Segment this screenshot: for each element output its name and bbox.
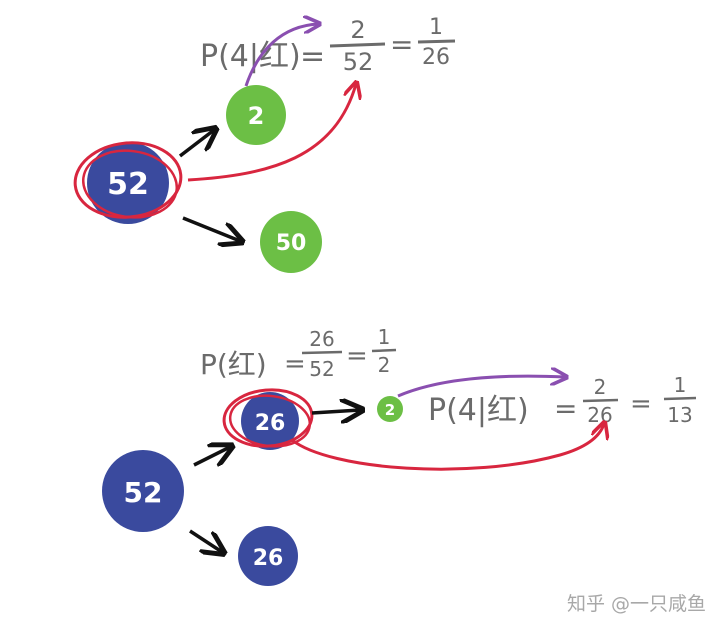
top-frac2-denominator: 26 [422,45,450,70]
bottom-cond-frac1-bar [582,398,619,403]
bottom-cond-frac1-numerator: 2 [594,375,607,399]
bottom-red-frac2-denominator: 2 [378,353,391,377]
bottom-upper-child-highlight-2 [228,394,312,448]
bottom-purple-arrow [397,376,565,398]
bottom-upper-child-label: 26 [255,411,286,436]
top-arrow-up [178,130,214,158]
bottom-lower-child-node [238,526,298,586]
bottom-red-frac2-bar [371,348,397,353]
bottom-leaf-node [377,396,403,422]
top-frac1-denominator: 52 [343,48,374,76]
bottom-red-frac1-numerator: 26 [309,327,334,351]
bottom-cond-frac2-numerator: 1 [674,373,687,397]
top-formula-eq2: = [390,28,413,61]
top-purple-arrow [244,24,318,87]
top-formula-lhs: P(4|红) [200,39,301,74]
bottom-red-formula-lhs: P(红) [200,348,267,381]
bottom-red-formula-eq1: = [284,349,306,379]
top-frac1-numerator: 2 [350,16,365,44]
bottom-red-formula: P(红) = 26 52 = 1 2 [200,325,397,381]
top-root-label: 52 [107,167,149,202]
bottom-cond-frac1-denominator: 26 [587,403,612,427]
bottom-cond-formula-eq2: = [630,389,652,419]
bottom-cond-formula-eq1: = [554,392,577,425]
bottom-tree: P(红) = 26 52 = 1 2 P(4|红) = 2 26 = 1 13 [102,325,697,586]
bottom-root-label: 52 [124,476,163,509]
bottom-leaf-label: 2 [385,401,395,419]
top-red-arrow [187,84,356,182]
top-upper-child-label: 2 [248,102,265,130]
bottom-arrow-down [189,529,222,552]
bottom-cond-frac2-denominator: 13 [667,403,692,427]
bottom-arrow-up [193,447,230,465]
bottom-red-frac1-denominator: 52 [309,357,334,381]
top-frac2-numerator: 1 [429,15,443,40]
bottom-red-formula-eq2: = [346,341,368,371]
top-frac2-bar [417,39,456,44]
top-root-highlight-2 [81,149,179,219]
top-frac1-bar [329,42,386,48]
bottom-arrow-to-leaf [311,410,360,413]
top-lower-child-node [260,211,322,273]
bottom-red-frac2-numerator: 1 [378,325,391,349]
bottom-upper-child-node [241,392,299,450]
bottom-cond-formula-lhs: P(4|红) [428,393,529,428]
top-upper-child-node [226,85,286,145]
bottom-cond-formula: P(4|红) = 2 26 = 1 13 [428,373,697,428]
bottom-red-frac1-bar [301,350,343,355]
top-formula: P(4|红) = 2 52 = 1 26 [200,15,456,76]
bottom-red-arrow [291,424,604,471]
top-lower-child-label: 50 [276,231,307,256]
top-root-node [87,142,169,224]
watermark: 知乎 @一只咸鱼 [566,593,706,615]
bottom-lower-child-label: 26 [253,546,284,571]
top-arrow-down [182,216,240,241]
bottom-cond-frac2-bar [663,396,697,401]
top-formula-eq1: = [300,39,325,74]
top-tree: P(4|红) = 2 52 = 1 26 52 2 50 [73,15,456,273]
bottom-root-node [102,450,184,532]
